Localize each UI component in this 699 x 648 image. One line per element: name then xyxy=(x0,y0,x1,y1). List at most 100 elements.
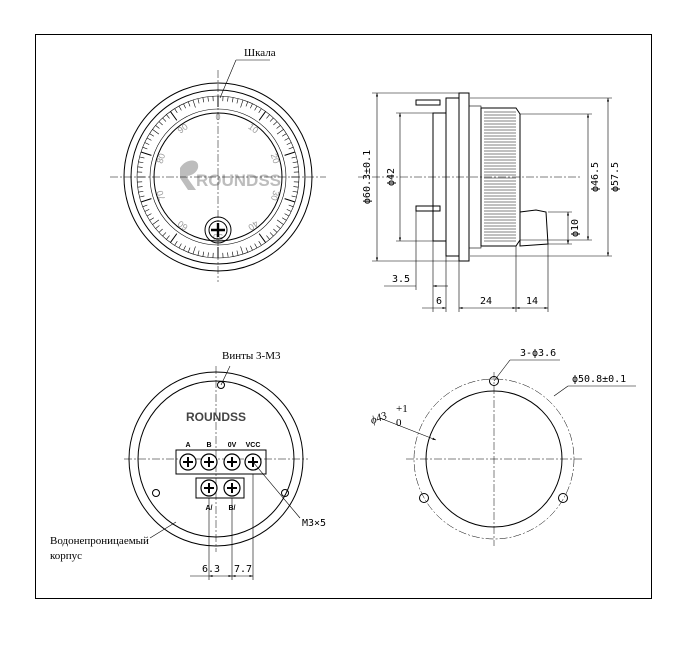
holes-label: 3-ϕ3.6 xyxy=(520,348,556,359)
front-brand-text: ROUNDSS xyxy=(196,171,281,190)
scale-tick xyxy=(202,251,205,257)
terminal-label-0v: 0V xyxy=(228,442,237,449)
scale-tick xyxy=(158,121,163,126)
scale-tick xyxy=(288,146,294,150)
dim-text-60-3: ϕ60.3±0.1 xyxy=(362,150,373,204)
scale-tick xyxy=(142,204,148,208)
terminal-block-bottom xyxy=(195,477,245,499)
rear-pin-bottom xyxy=(415,205,441,212)
screw-cross-icon xyxy=(227,457,237,467)
scale-tick xyxy=(291,195,297,198)
tol-plus: +1 xyxy=(396,403,408,415)
mount-hole-right xyxy=(558,493,568,503)
dial-number: 90 xyxy=(176,121,190,135)
scale-tick xyxy=(292,161,298,164)
mount-hole-left xyxy=(419,493,429,503)
scale-tick xyxy=(197,98,200,104)
scale-tick xyxy=(162,117,167,122)
terminal-label-b: B xyxy=(206,442,211,449)
terminal-label-a: A xyxy=(185,442,190,449)
dim-text-57-5: ϕ57.5 xyxy=(610,162,621,192)
mount-view: 3-ϕ3.6 ϕ50.8±0.1 ϕ43 +1 0 xyxy=(369,348,636,546)
dial-number: 10 xyxy=(246,121,260,135)
scale-tick xyxy=(284,213,290,217)
dial-number: 70 xyxy=(155,189,168,202)
scale-tick xyxy=(240,246,244,255)
dim-text-3-5: 3.5 xyxy=(392,274,410,285)
scale-tick xyxy=(293,166,299,168)
scale-tick xyxy=(207,96,209,102)
screw-cross-icon xyxy=(204,457,214,467)
scale-tick xyxy=(139,156,145,159)
dim-text-46-5: ϕ46.5 xyxy=(590,162,601,192)
mount-hole-top xyxy=(489,376,499,386)
scale-leader xyxy=(219,59,237,99)
terminal-block-top xyxy=(175,449,267,475)
scale-tick xyxy=(266,114,270,119)
scale-tick xyxy=(169,111,178,121)
scale-tick xyxy=(254,105,258,111)
scale-tick xyxy=(236,250,239,256)
dial-number: 80 xyxy=(155,152,168,165)
scale-tick xyxy=(293,186,299,188)
dim-text-24: 24 xyxy=(480,296,492,307)
scale-tick xyxy=(166,235,170,240)
scale-tick xyxy=(288,204,294,208)
scale-tick xyxy=(240,99,244,108)
scale-tick xyxy=(250,103,253,109)
scale-tick xyxy=(192,99,196,108)
scale-tick xyxy=(162,232,167,237)
scale-tick xyxy=(146,213,152,217)
scale-tick xyxy=(258,233,267,243)
dim-text-7-7: 7.7 xyxy=(234,564,252,575)
dial-number: 60 xyxy=(176,219,190,233)
scale-tick xyxy=(276,225,281,229)
dial-number: 40 xyxy=(246,219,260,233)
screw-cross-icon xyxy=(227,483,237,493)
back-view: Винты 3-M3 ROUNDSS A B 0V VCC A/ B/ M3×5… xyxy=(50,350,326,580)
scale-tick xyxy=(140,151,152,156)
scale-tick xyxy=(169,233,178,243)
scale-tick xyxy=(140,198,152,203)
screw-cross-icon xyxy=(204,483,214,493)
dim-text-10: ϕ10 xyxy=(570,219,581,237)
terminal-screws-top xyxy=(179,453,262,471)
scale-tick xyxy=(137,186,143,188)
scale-label: Шкала xyxy=(244,47,276,59)
scale-tick xyxy=(291,156,297,159)
scale-tick xyxy=(258,111,267,121)
scale-tick xyxy=(245,101,249,107)
scale-tick xyxy=(155,125,160,129)
side-view: ϕ60.3±0.1 ϕ42 ϕ46.5 ϕ57.5 ϕ10 3.5 6 xyxy=(358,92,621,312)
scale-tick xyxy=(137,166,143,168)
scale-tick xyxy=(284,137,290,141)
scale-tick xyxy=(144,142,150,145)
dim-text-50-8: ϕ50.8±0.1 xyxy=(572,374,626,385)
scale-tick xyxy=(231,251,234,257)
scale-tick xyxy=(266,235,270,240)
scale-tick xyxy=(273,121,278,126)
scale-tick xyxy=(227,96,229,102)
scale-tick xyxy=(142,146,148,150)
scale-tick xyxy=(187,101,191,107)
terminal-screws-bottom xyxy=(200,479,241,497)
back-screw-left xyxy=(152,489,160,497)
scale-tick xyxy=(149,133,154,137)
scale-tick xyxy=(273,228,278,233)
back-brand-text: ROUNDSS xyxy=(186,410,246,424)
scale-tick xyxy=(250,245,253,251)
scale-tick xyxy=(269,117,274,122)
scale-tick xyxy=(138,161,144,164)
dim-text-6-3: 6.3 xyxy=(202,564,220,575)
dial-number: 20 xyxy=(269,152,282,165)
terminal-label-vcc: VCC xyxy=(246,442,261,449)
scale-tick xyxy=(197,250,200,256)
scale-ticks xyxy=(137,96,299,258)
scale-tick xyxy=(286,209,292,212)
dim-text-14: 14 xyxy=(526,296,538,307)
scale-tick xyxy=(178,105,182,111)
scale-tick xyxy=(139,195,145,198)
scale-tick xyxy=(276,129,284,135)
waterproof-label-1: Водонепроницаемый xyxy=(50,535,149,547)
